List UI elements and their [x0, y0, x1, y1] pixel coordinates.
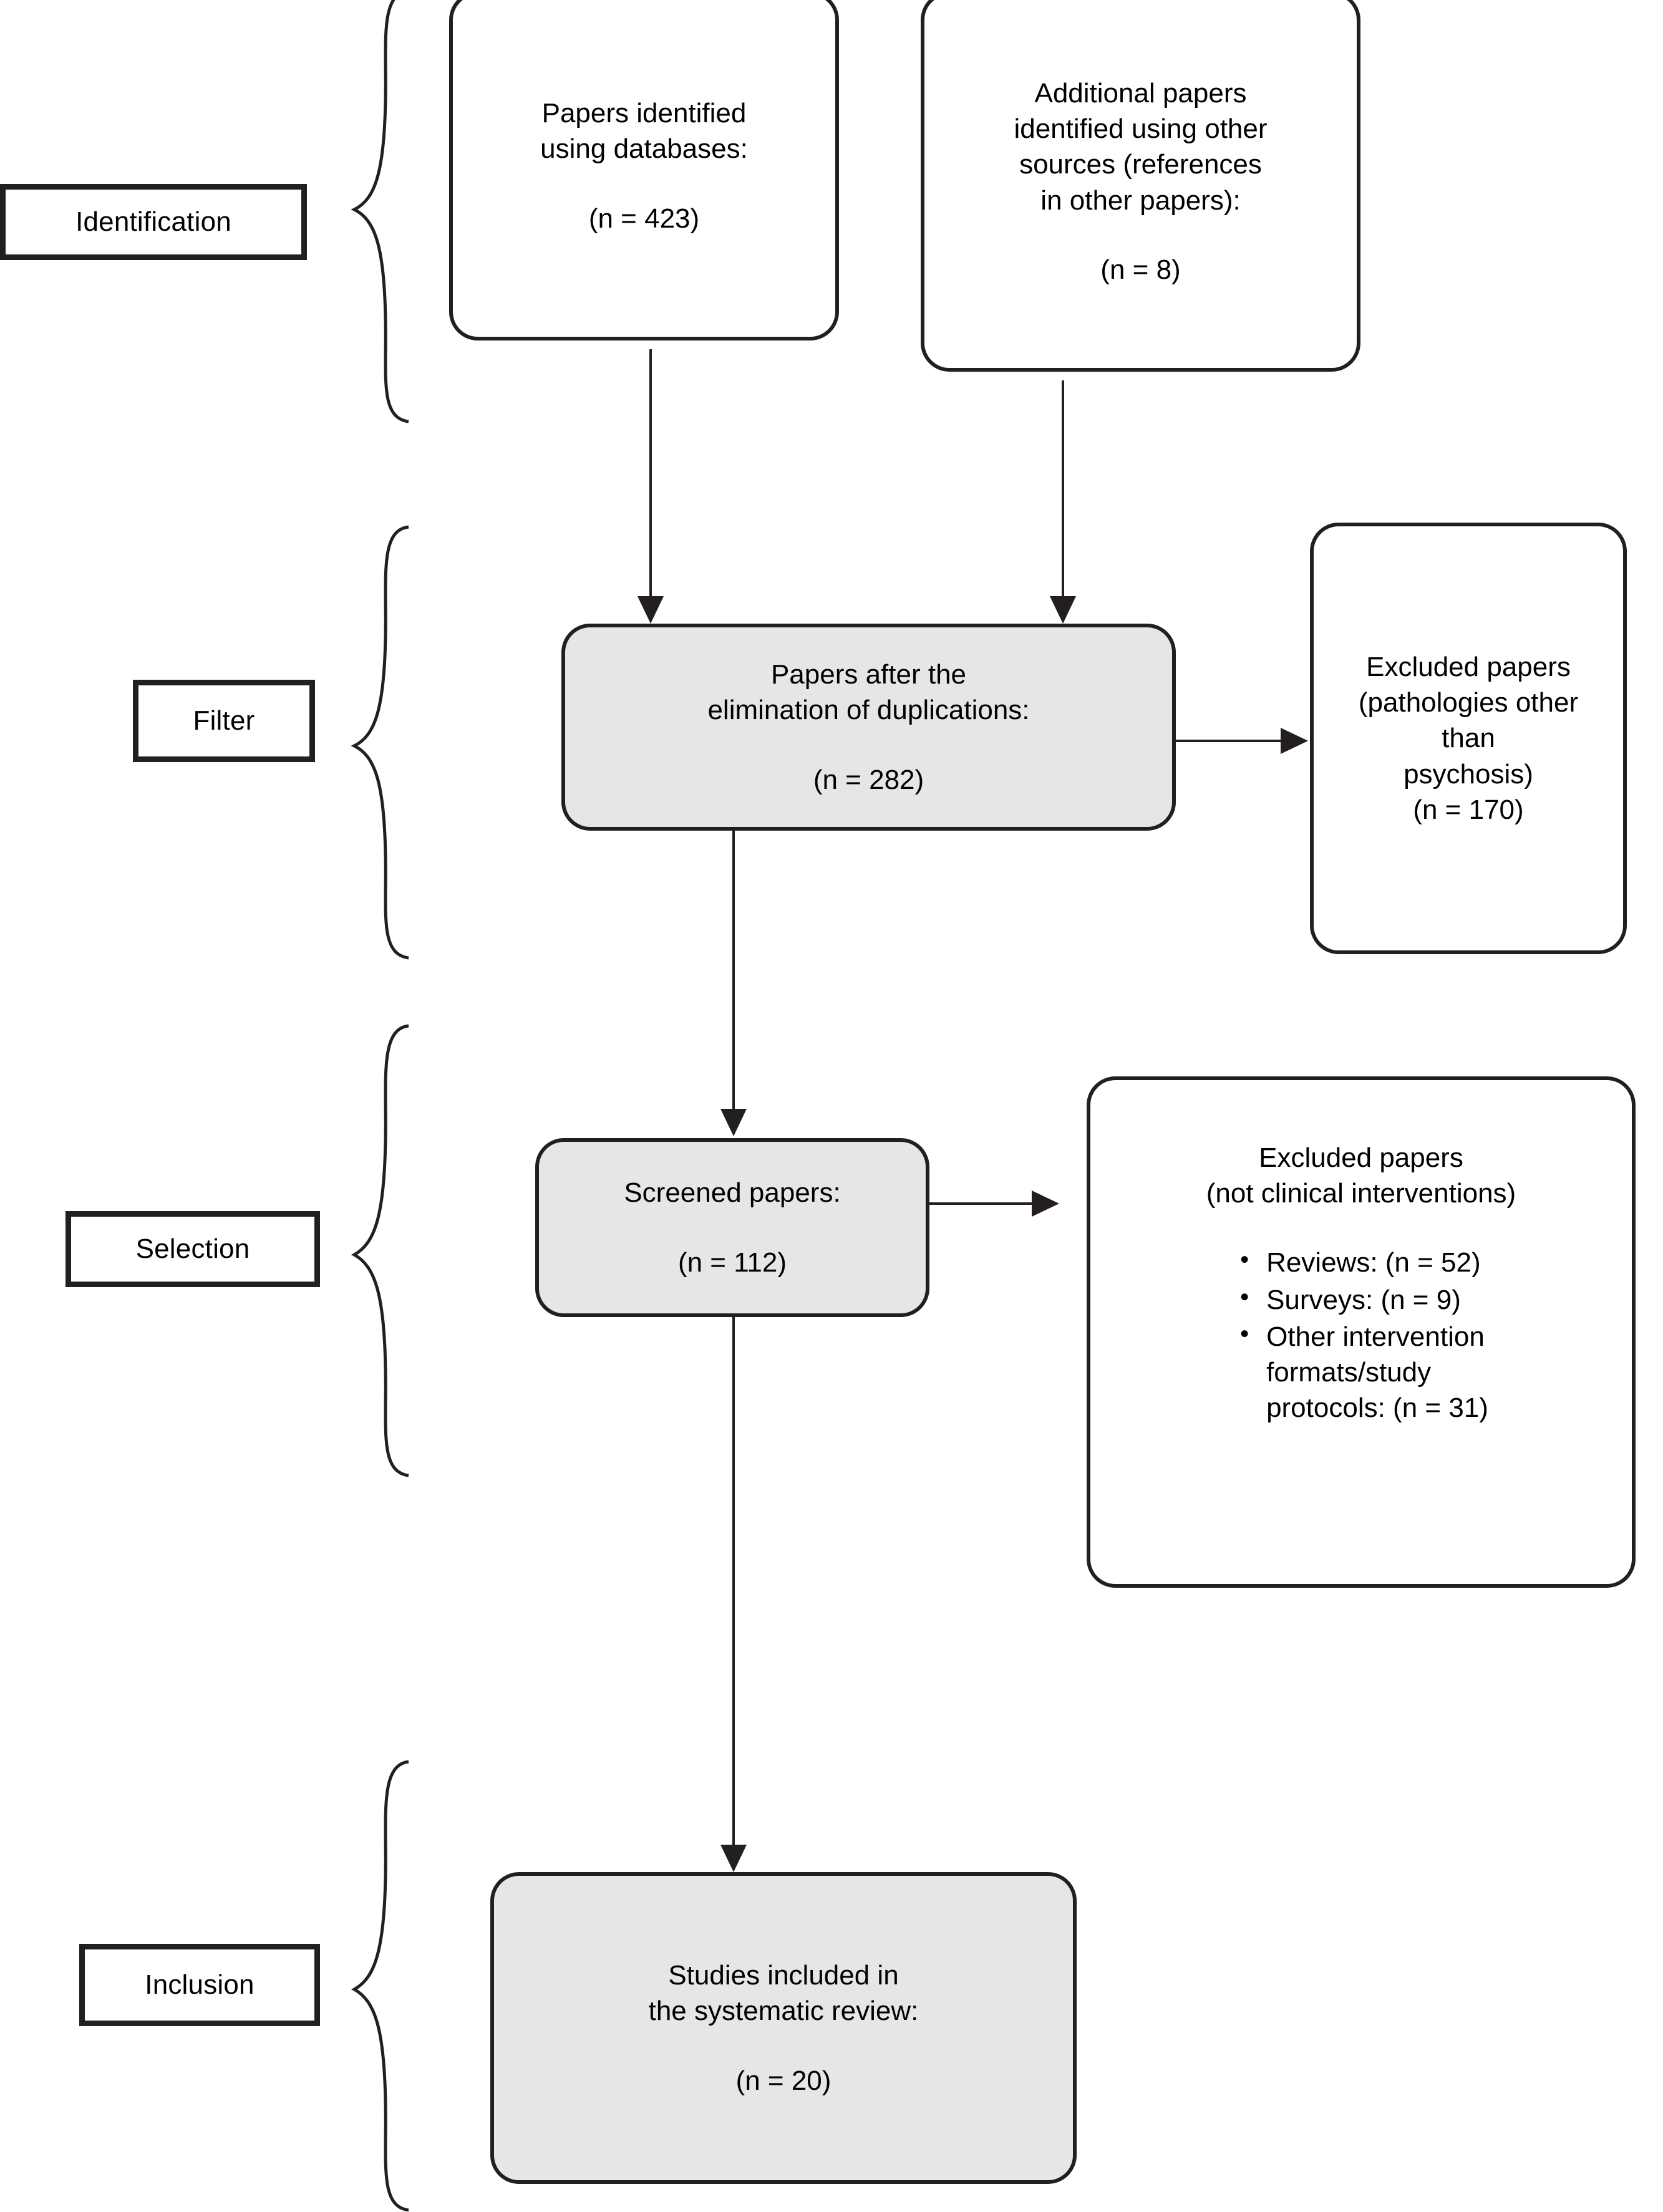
bullet-surveys-text: Surveys: (n = 9): [1266, 1284, 1461, 1315]
box-excluded-papers-not-clinical: Excluded papers (not clinical interventi…: [1087, 1076, 1636, 1588]
box-excluded-pathologies-line4: psychosis): [1404, 758, 1533, 790]
box-databases-line2: using databases:: [540, 133, 748, 165]
brace-filter: [349, 524, 418, 960]
box-excluded-pathologies-line3: than: [1442, 723, 1495, 754]
box-studies-included: Studies included in the systematic revie…: [490, 1872, 1077, 2184]
box-included-line1: Studies included in: [668, 1960, 899, 1991]
list-item: Other intervention formats/study protoco…: [1234, 1318, 1488, 1426]
connector-databases-to-dedup-arrowhead: [638, 596, 664, 624]
list-item: Surveys: (n = 9): [1234, 1281, 1488, 1318]
box-dedup-count: (n = 282): [813, 764, 924, 795]
connector-screened-to-included-arrowhead: [720, 1845, 747, 1872]
brace-selection: [349, 1023, 418, 1478]
box-databases-count: (n = 423): [588, 203, 700, 234]
excluded-not-clinical-bullet-list: Reviews: (n = 52) Surveys: (n = 9) Other…: [1234, 1244, 1488, 1427]
box-other-sources-count: (n = 8): [1100, 254, 1181, 285]
box-screened-papers: Screened papers: (n = 112): [535, 1138, 929, 1317]
box-included-line2: the systematic review:: [648, 1996, 919, 2027]
box-other-sources-line3: sources (references: [1019, 149, 1262, 180]
connector-dedup-to-screened-line: [732, 831, 735, 1111]
box-included-count: (n = 20): [735, 2065, 832, 2096]
connector-othersources-to-dedup-arrowhead: [1050, 596, 1076, 624]
connector-othersources-to-dedup-line: [1062, 380, 1064, 599]
connector-databases-to-dedup-line: [649, 349, 652, 599]
box-screened-count: (n = 112): [677, 1247, 787, 1278]
brace-inclusion: [349, 1759, 418, 2212]
connector-screened-to-excluded-nonclinical-arrowhead: [1032, 1191, 1059, 1217]
bullet-other-formats-text2: formats/study: [1266, 1356, 1432, 1388]
box-additional-papers-other-sources: Additional papers identified using other…: [921, 0, 1360, 372]
stage-label-identification-text: Identification: [75, 206, 231, 237]
stage-label-filter-text: Filter: [193, 705, 255, 736]
box-papers-identified-databases: Papers identified using databases: (n = …: [449, 0, 839, 340]
bullet-other-formats-text: Other intervention: [1266, 1321, 1485, 1352]
box-papers-after-deduplication: Papers after the elimination of duplicat…: [561, 624, 1176, 831]
bullet-other-formats-text3: protocols: (n = 31): [1266, 1393, 1488, 1424]
box-other-sources-line2: identified using other: [1014, 113, 1268, 145]
stage-label-selection: Selection: [65, 1211, 320, 1287]
box-excluded-pathologies-line2: (pathologies other: [1358, 687, 1579, 718]
box-other-sources-line1: Additional papers: [1034, 78, 1247, 109]
connector-dedup-to-screened-arrowhead: [720, 1109, 747, 1136]
box-excluded-pathologies-count: (n = 170): [1413, 794, 1524, 825]
stage-label-inclusion-text: Inclusion: [145, 1969, 255, 2000]
bullet-reviews-text: Reviews: (n = 52): [1266, 1247, 1481, 1278]
box-excluded-papers-pathologies: Excluded papers (pathologies other than …: [1310, 523, 1627, 954]
connector-screened-to-included-line: [732, 1317, 735, 1847]
connector-dedup-to-excluded-pathologies-line: [1176, 740, 1283, 742]
connector-screened-to-excluded-nonclinical-line: [929, 1202, 1034, 1205]
box-dedup-line1: Papers after the: [770, 659, 967, 690]
brace-identification: [349, 0, 418, 424]
stage-label-selection-text: Selection: [135, 1233, 250, 1264]
box-databases-line1: Papers identified: [541, 98, 747, 129]
connector-dedup-to-excluded-pathologies-arrowhead: [1281, 728, 1308, 754]
box-excluded-not-clinical-line1: Excluded papers: [1259, 1142, 1463, 1173]
box-excluded-pathologies-line1: Excluded papers: [1366, 652, 1571, 683]
box-dedup-line2: elimination of duplications:: [707, 695, 1030, 726]
box-screened-line1: Screened papers:: [624, 1177, 841, 1209]
stage-label-inclusion: Inclusion: [79, 1944, 320, 2026]
box-excluded-not-clinical-line2: (not clinical interventions): [1206, 1178, 1516, 1209]
list-item: Reviews: (n = 52): [1234, 1244, 1488, 1280]
stage-label-identification: Identification: [0, 184, 307, 260]
stage-label-filter: Filter: [133, 680, 315, 762]
box-other-sources-line4: in other papers):: [1040, 185, 1241, 216]
